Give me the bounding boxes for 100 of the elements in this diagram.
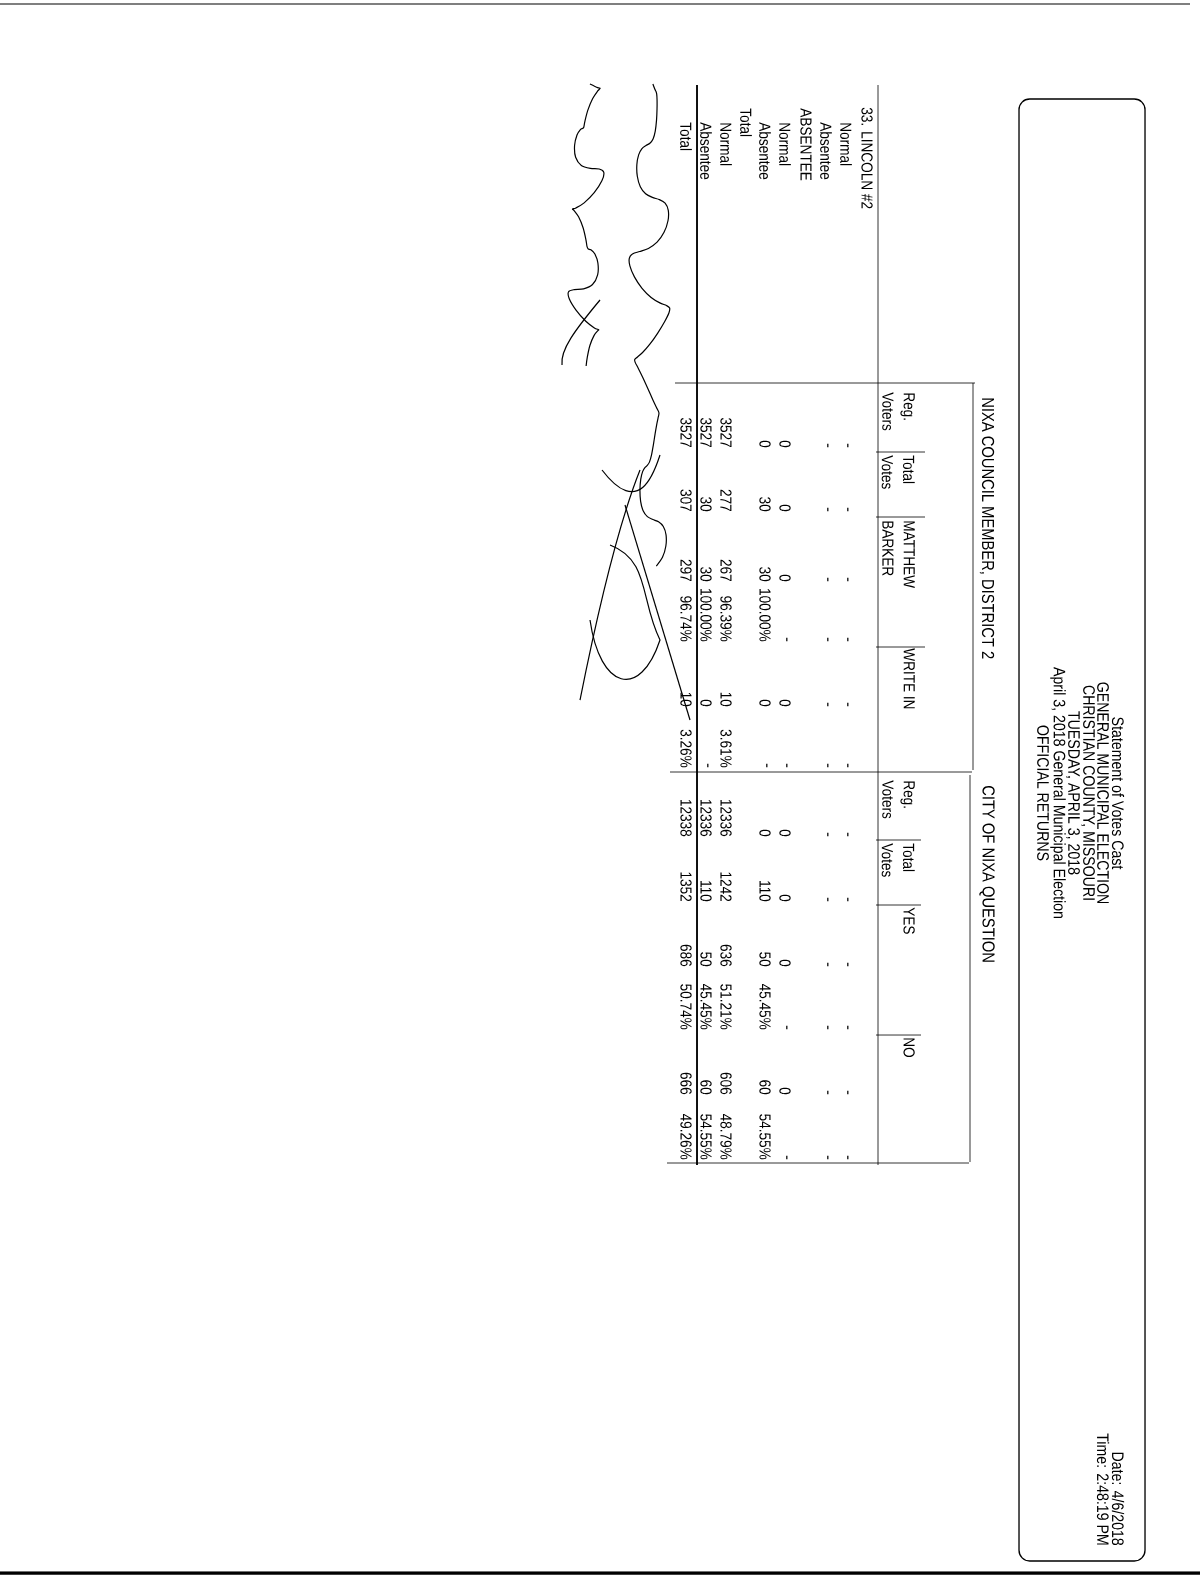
vote-count: 0 [779, 574, 791, 582]
vote-count: - [847, 962, 849, 967]
registered-voters: - [847, 832, 849, 837]
vote-count: - [827, 1090, 829, 1095]
row-label: 33. LINCOLN #2 [861, 107, 873, 209]
registered-voters: 3527 [720, 418, 732, 448]
vote-percentage: 54.55% [759, 1114, 771, 1160]
total-votes: - [847, 897, 849, 902]
registered-voters: 12336 [720, 799, 732, 837]
total-votes: 1352 [680, 872, 692, 902]
vote-count: 30 [759, 567, 771, 582]
column-header: Reg. Voters [882, 392, 915, 431]
total-votes: - [827, 897, 829, 902]
column-header: Reg. Voters [882, 780, 915, 819]
total-votes: - [827, 507, 829, 512]
header-box: Statement of Votes Cast GENERAL MUNICIPAL ELECTION CHRISTIAN COUNTY, MISSOURI TUESDAY, APRIL 3, 2018 April 3, 2018 General Municipal Election OFFICIAL RETURNS Date: 4/6/2018 Time: 2:48:19 PM [1018, 98, 1146, 1562]
row-label: Normal [779, 123, 791, 166]
vote-count: 60 [759, 1080, 771, 1095]
vote-percentage: - [827, 763, 829, 768]
vote-percentage: - [827, 1025, 829, 1030]
vote-count: 606 [720, 1072, 732, 1095]
vote-percentage: 51.21% [720, 984, 732, 1030]
column-header: Total Votes [881, 843, 915, 877]
vote-percentage: - [707, 763, 709, 768]
registered-voters: 0 [759, 829, 771, 837]
total-votes: 1242 [720, 872, 732, 902]
registered-voters: 0 [779, 440, 791, 448]
vote-percentage: - [786, 1025, 788, 1030]
vote-percentage: 49.26% [680, 1113, 692, 1160]
row-label: Absentee [759, 122, 771, 180]
vote-percentage: - [827, 1155, 829, 1160]
vote-percentage: 100.00% [759, 589, 771, 642]
vote-percentage: - [827, 637, 829, 642]
total-votes: 0 [779, 504, 791, 512]
vote-percentage: 45.45% [759, 983, 771, 1030]
vote-count: 50 [759, 952, 771, 967]
vote-count: 0 [779, 1087, 791, 1095]
total-votes: 110 [759, 881, 771, 902]
total-votes: 110 [700, 881, 712, 902]
vote-count: 0 [759, 699, 771, 707]
vote-count: - [827, 577, 829, 582]
vote-percentage: - [786, 637, 788, 642]
vote-count: 30 [700, 567, 712, 582]
registered-voters: - [827, 443, 829, 448]
vote-count: - [847, 1090, 849, 1095]
vote-count: 0 [779, 699, 791, 707]
vote-percentage: 100.00% [700, 589, 712, 642]
vote-percentage: - [847, 1025, 849, 1030]
row-label: Total [740, 108, 752, 137]
contest-title: NIXA COUNCIL MEMBER, DISTRICT 2 [979, 398, 995, 659]
registered-voters: 3527 [680, 418, 692, 448]
vote-percentage: 96.74% [680, 596, 692, 642]
row-label: Absentee [700, 122, 712, 180]
vote-count: - [827, 962, 829, 967]
vote-percentage: 3.61% [720, 729, 732, 768]
total-votes: 277 [720, 489, 732, 512]
registered-voters: 0 [759, 440, 771, 448]
column-header: NO [903, 1038, 915, 1057]
row-label: Normal [840, 123, 852, 166]
column-header: MATTHEW BARKER [882, 521, 915, 588]
vote-percentage: - [847, 637, 849, 642]
vote-count: - [847, 702, 849, 707]
vote-count: 686 [680, 944, 692, 967]
registered-voters: 12336 [700, 799, 712, 837]
row-label: Absentee [820, 122, 832, 180]
column-header: YES [903, 907, 915, 934]
contest-title: CITY OF NIXA QUESTION [979, 786, 995, 962]
total-votes: - [847, 507, 849, 512]
vote-percentage: - [766, 763, 768, 768]
vote-count: 10 [720, 692, 732, 707]
vote-count: - [827, 702, 829, 707]
vote-percentage: - [786, 763, 788, 768]
total-votes: 0 [779, 894, 791, 902]
vote-percentage: 96.39% [720, 596, 732, 642]
vote-count: - [847, 577, 849, 582]
registered-voters: - [827, 832, 829, 837]
vote-count: 636 [720, 944, 732, 967]
vote-count: 50 [700, 952, 712, 967]
registered-voters: - [847, 443, 849, 448]
vote-count: 10 [680, 692, 692, 707]
row-label: Total [680, 122, 692, 151]
vote-count: 0 [700, 699, 712, 707]
total-votes: 307 [680, 489, 692, 512]
vote-count: 297 [680, 559, 692, 582]
total-votes: 30 [759, 497, 771, 512]
column-header: Total Votes [881, 455, 915, 489]
total-votes: 30 [700, 497, 712, 512]
vote-percentage: 45.45% [700, 983, 712, 1030]
vote-count: 0 [779, 959, 791, 967]
vote-percentage: - [847, 1155, 849, 1160]
vote-count: 267 [720, 559, 732, 582]
vote-percentage: 3.26% [680, 729, 692, 768]
vote-count: 666 [680, 1072, 692, 1095]
vote-percentage: 50.74% [680, 984, 692, 1030]
row-label: Normal [720, 123, 732, 166]
vote-percentage: 48.79% [720, 1113, 732, 1160]
registered-voters: 3527 [700, 418, 712, 448]
row-label: ABSENTEE [800, 108, 812, 181]
registered-voters: 0 [779, 829, 791, 837]
vote-count: 60 [700, 1080, 712, 1095]
